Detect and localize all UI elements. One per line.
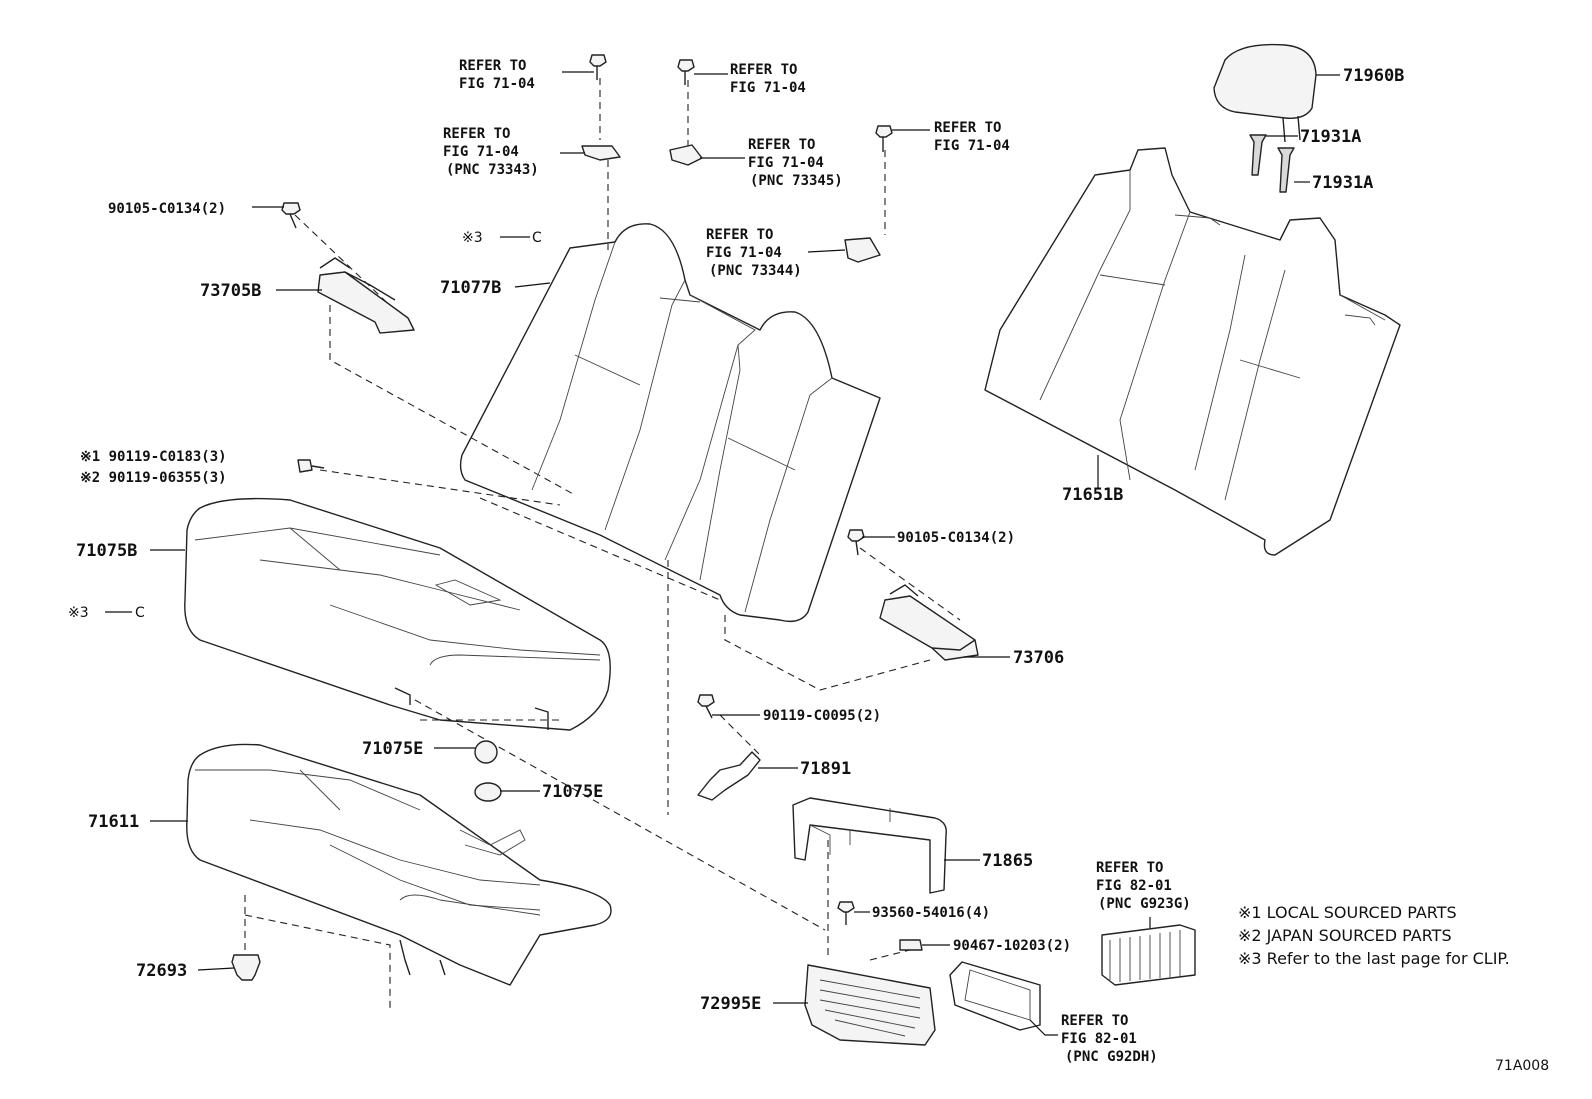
svg-text:REFER TO: REFER TO [706,227,773,243]
svg-text:REFER TO: REFER TO [934,120,1001,136]
label-clip-1: 71075E [362,739,423,759]
hinge-73705b-drawing [317,257,415,334]
armrest-frame-71865-drawing [792,797,947,894]
label-bolt-right: 90105-C0134(2) [897,530,1015,546]
seatback-assy-71077b-drawing [459,223,881,623]
label-clip-2: 71075E [542,782,603,802]
label-nut: 90467-10203(2) [953,938,1071,954]
leader-lines [105,71,1340,1036]
label-seatback-assy: 71077B [440,278,501,298]
headrest-71960b-drawing [1213,43,1317,143]
bolts-drawing [281,54,923,951]
label-headrest-support-1: 71931A [1300,127,1361,147]
cup-holder-72995e-drawing [804,964,936,1046]
svg-text:FIG 82-01: FIG 82-01 [1096,878,1172,894]
reference-r4: REFER TO FIG 71-04 (PNC 73345) [748,137,843,189]
fastener-72693-drawing [231,954,261,981]
component-box-drawing [1101,924,1196,986]
label-bolt-bracket: 90119-C0095(2) [763,708,881,724]
label-cushion-cover: 71075B [76,541,137,561]
label-screw: 93560-54016(4) [872,905,990,921]
cushion-pad-71611-drawing [186,743,612,986]
svg-text:FIG 71-04: FIG 71-04 [443,144,519,160]
part-labels: 71960B 71931A 71931A 71651B 71077B 73705… [76,66,1404,1014]
label-bolt-local: ※1 90119-C0183(3) [80,449,227,465]
svg-text:(PNC 73343): (PNC 73343) [446,162,539,178]
label-armrest-frame: 71865 [982,851,1033,871]
armrest-insert-drawing [949,961,1041,1031]
svg-text:(PNC G923G): (PNC G923G) [1098,896,1191,912]
svg-text:FIG 71-04: FIG 71-04 [934,138,1010,154]
legend: ※1 LOCAL SOURCED PARTS ※2 JAPAN SOURCED … [1238,903,1510,968]
reference-r5: REFER TO FIG 71-04 [934,120,1010,154]
label-bolt-japan: ※2 90119-06355(3) [80,470,227,486]
svg-text:REFER TO: REFER TO [748,137,815,153]
svg-text:REFER TO: REFER TO [443,126,510,142]
label-bracket: 71891 [800,759,851,779]
label-headrest: 71960B [1343,66,1404,86]
svg-text:REFER TO: REFER TO [1061,1013,1128,1029]
clip-symbol-cushion: C [135,605,145,621]
clip-71075e-drawing [474,740,502,802]
svg-text:(PNC G92DH): (PNC G92DH) [1065,1049,1158,1065]
label-hinge-right: 73706 [1013,648,1064,668]
headrest-support-drawing [1249,134,1295,193]
reference-r1: REFER TO FIG 71-04 [459,58,535,92]
legend-item-1: ※1 LOCAL SOURCED PARTS [1238,903,1457,922]
clip-symbol-backrest: C [532,230,542,246]
svg-text:REFER TO: REFER TO [459,58,526,74]
svg-text:REFER TO: REFER TO [730,62,797,78]
clip-ref-cushion: ※3 [68,605,89,621]
label-cushion-pad: 71611 [88,812,139,832]
reference-blocks: REFER TO FIG 71-04 REFER TO FIG 71-04 (P… [443,58,1191,1065]
assembly-dashed-lines [244,78,961,1010]
bracket-71891-drawing [697,751,761,801]
legend-item-3: ※3 Refer to the last page for CLIP. [1238,949,1510,968]
label-bolt-left: 90105-C0134(2) [108,201,226,217]
reference-r8: REFER TO FIG 82-01 (PNC G92DH) [1061,1013,1158,1065]
legend-item-2: ※2 JAPAN SOURCED PARTS [1238,926,1452,945]
seatback-cover-71651b-drawing [984,147,1401,556]
reference-r7: REFER TO FIG 82-01 (PNC G923G) [1096,860,1191,912]
svg-text:FIG 71-04: FIG 71-04 [730,80,806,96]
clip-reference-marks: ※3 C ※3 C [68,230,542,621]
reference-r3: REFER TO FIG 71-04 [730,62,806,96]
svg-text:FIG 71-04: FIG 71-04 [706,245,782,261]
label-cup-holder: 72995E [700,994,761,1014]
reference-r6: REFER TO FIG 71-04 (PNC 73344) [706,227,802,279]
svg-text:(PNC 73345): (PNC 73345) [750,173,843,189]
svg-text:(PNC 73344): (PNC 73344) [709,263,802,279]
svg-text:FIG 71-04: FIG 71-04 [459,76,535,92]
cushion-cover-71075b-drawing [184,497,611,731]
clip-ref-backrest: ※3 [462,230,483,246]
label-fastener: 72693 [136,961,187,981]
label-hinge-left: 73705B [200,281,261,301]
label-headrest-support-2: 71931A [1312,173,1373,193]
reference-r2: REFER TO FIG 71-04 (PNC 73343) [443,126,539,178]
hinge-73706-drawing [879,584,979,661]
label-seatback-cover: 71651B [1062,485,1123,505]
svg-text:FIG 82-01: FIG 82-01 [1061,1031,1137,1047]
svg-text:REFER TO: REFER TO [1096,860,1163,876]
figure-id: 71A008 [1495,1058,1549,1074]
svg-text:FIG 71-04: FIG 71-04 [748,155,824,171]
